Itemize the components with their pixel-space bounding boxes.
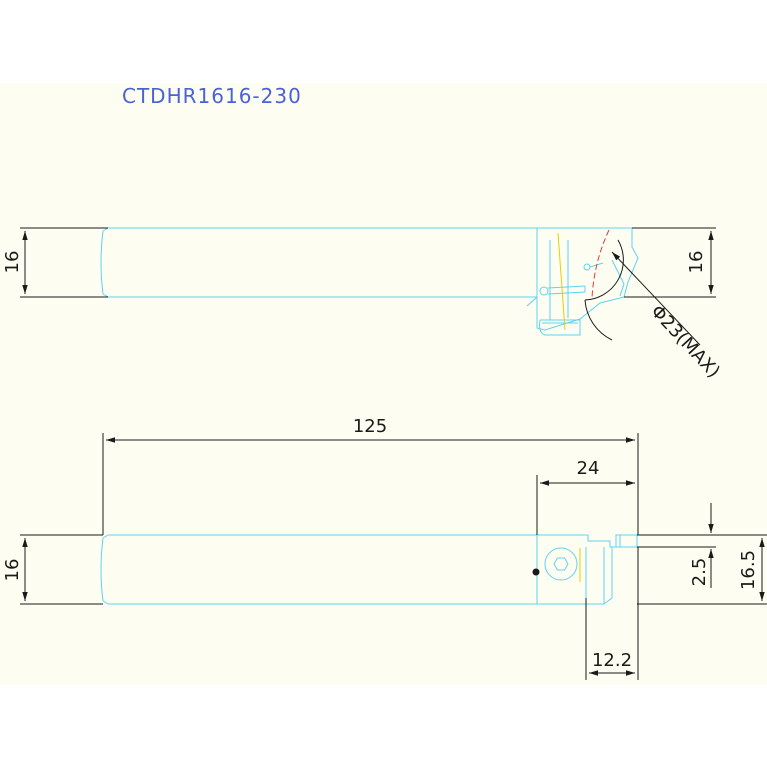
head-length-label: 24 xyxy=(577,458,600,479)
max-diameter-arc xyxy=(591,229,610,299)
top-view-pin xyxy=(583,263,591,271)
drawing-title: CTDHR1616-230 xyxy=(122,84,302,108)
side-view-head-top xyxy=(537,534,638,548)
top-view-height-left: 16 xyxy=(2,251,23,274)
top-view-dimensions xyxy=(20,227,716,346)
top-view-clamp-screw xyxy=(539,286,549,296)
side-view-insert xyxy=(615,534,638,548)
head-width-label: 12.2 xyxy=(592,650,632,671)
overall-length-label: 125 xyxy=(353,416,387,437)
side-view-pin-dot xyxy=(532,568,540,576)
side-view-dimensions xyxy=(20,433,767,680)
drawing-sheet xyxy=(0,83,767,685)
side-view-shank xyxy=(108,534,538,605)
side-view-height-left: 16 xyxy=(2,559,23,582)
top-view-head xyxy=(536,227,639,331)
overall-height-label: 16.5 xyxy=(738,550,759,590)
cutting-offset-label: 2.5 xyxy=(689,558,710,587)
side-view-shank-end xyxy=(100,537,104,602)
top-view-insert-seat xyxy=(539,319,581,336)
side-view-clamp-screw xyxy=(544,547,578,581)
side-view xyxy=(100,534,638,605)
top-view-height-right: 16 xyxy=(686,251,707,274)
top-view-shank xyxy=(108,227,538,298)
top-view-shank-end xyxy=(100,230,104,295)
top-view xyxy=(100,227,639,336)
hex-socket-icon xyxy=(553,557,569,571)
top-view-centerline xyxy=(557,232,566,331)
max-diameter-label: Φ23(MAX) xyxy=(646,301,724,382)
